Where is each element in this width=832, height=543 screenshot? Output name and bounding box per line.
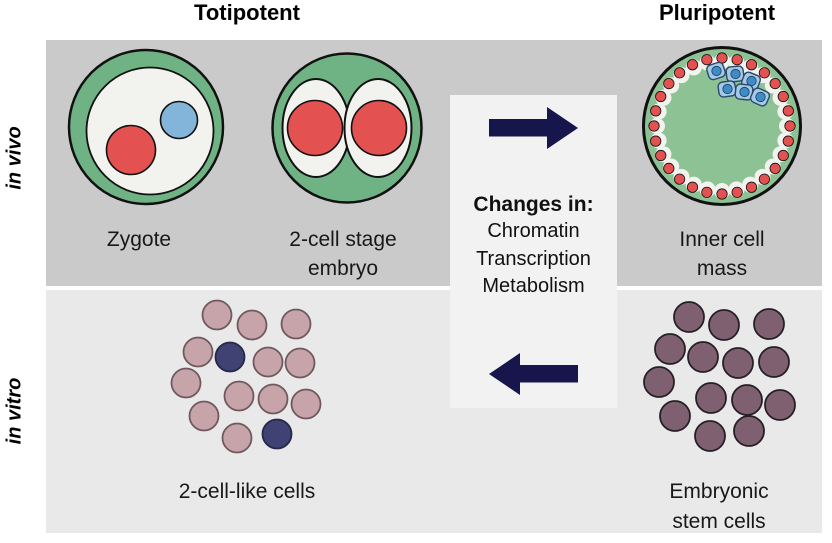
- changes-item: Transcription: [476, 247, 591, 270]
- row-label-in-vivo: in vivo: [3, 126, 26, 190]
- changes-item: Chromatin: [487, 220, 580, 242]
- row-label-in-vitro: in vitro: [3, 377, 26, 445]
- changes-title: Changes in:: [473, 193, 594, 216]
- arrow-right-icon: [489, 107, 578, 149]
- arrow-left-icon: [489, 353, 578, 395]
- changes-item: Metabolism: [482, 275, 585, 297]
- column-title-pluripotent: Pluripotent: [658, 0, 776, 25]
- label-embryonic-stem-cells: Embryonic stem cells: [669, 480, 769, 533]
- label-two-cell-like-cells: 2-cell-like cells: [178, 480, 316, 503]
- label-zygote: Zygote: [106, 228, 172, 251]
- label-inner-cell-mass: Inner cell mass: [679, 228, 765, 280]
- label-two-cell-embryo: 2-cell stage embryo: [289, 228, 397, 280]
- column-title-totipotent: Totipotent: [194, 0, 300, 25]
